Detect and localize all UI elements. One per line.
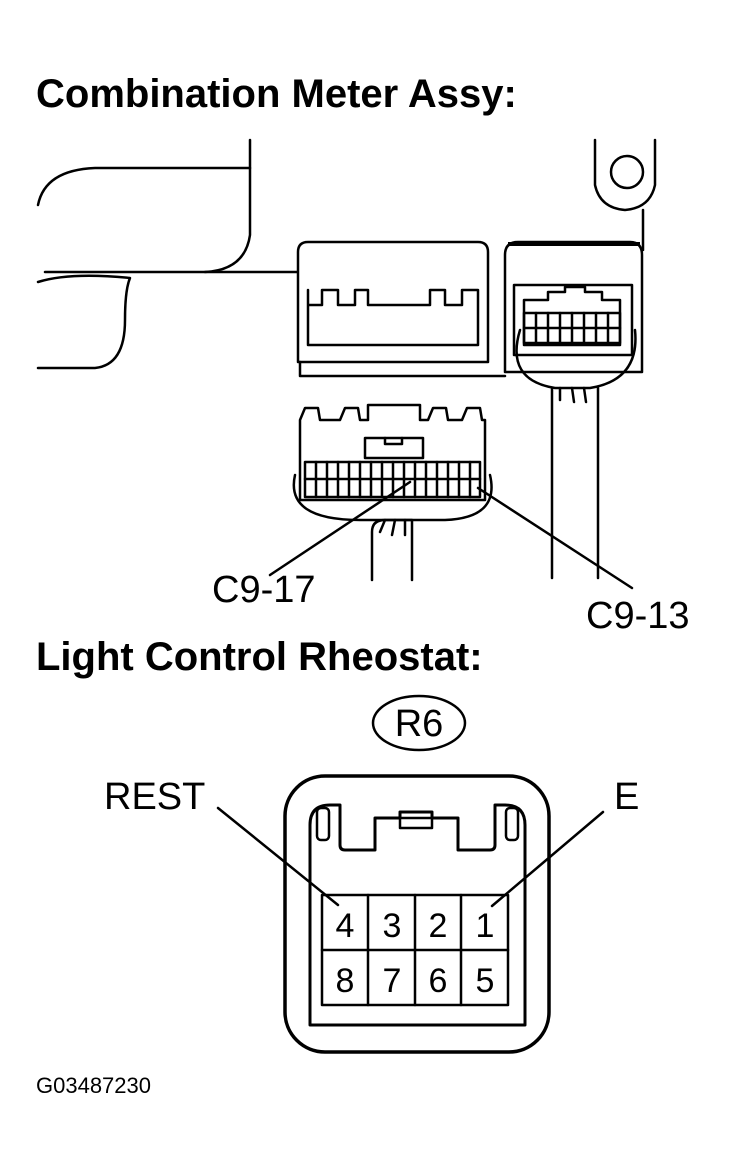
combination-meter-title: Combination Meter Assy: [36,72,517,116]
pin-3: 3 [383,907,402,945]
pin-7: 7 [383,962,402,1000]
rest-leader [216,806,340,907]
rest-label: REST [104,776,205,818]
pin-8: 8 [336,962,355,1000]
pin-4: 4 [336,907,355,945]
e-label: E [614,776,639,818]
c9-17-label: C9-17 [212,569,316,611]
connector-id-badge: R6 [371,694,467,752]
pin-6: 6 [429,962,448,1000]
e-leader [490,810,605,908]
combination-meter-illustration [36,138,657,590]
c9-13-leader [476,486,634,590]
connector-id-label: R6 [395,703,444,745]
pin-1: 1 [476,907,495,945]
light-control-title: Light Control Rheostat: [36,635,483,679]
figure-code: G03487230 [36,1073,151,1098]
pin-2: 2 [429,907,448,945]
c9-13-label: C9-13 [586,595,690,637]
pin-5: 5 [476,962,495,1000]
rheostat-connector [283,774,551,1054]
c9-17-leader [268,480,412,577]
